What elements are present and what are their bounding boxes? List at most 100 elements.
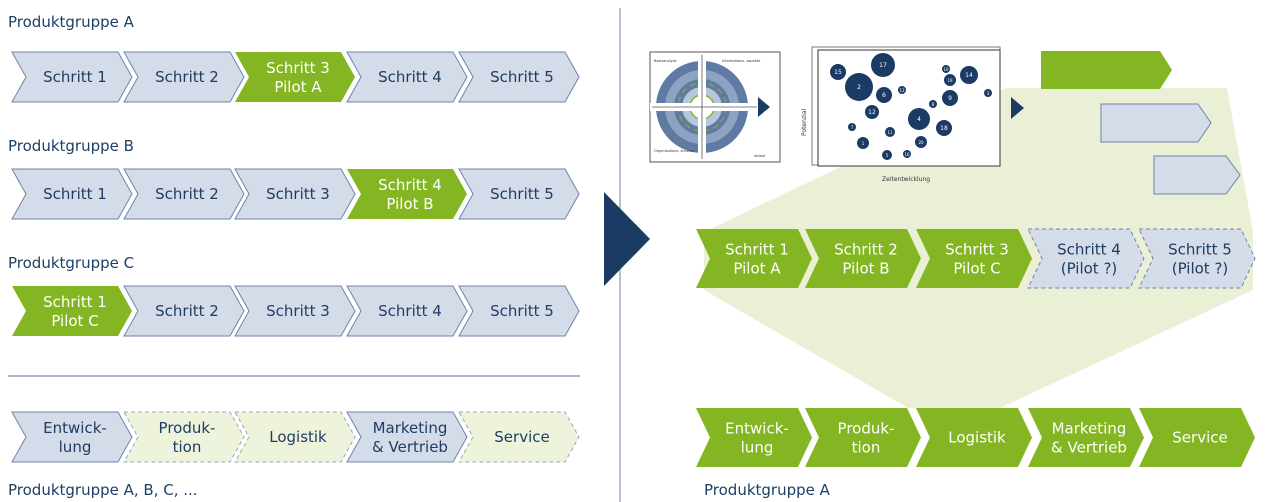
chevron-left-process-step-1-text-line-2: lung — [59, 438, 92, 456]
bubble-label-2: 2 — [857, 84, 861, 91]
chevron-sequence-step-4-text-line-1: Schritt 4 — [1057, 241, 1121, 259]
chevron-group-2-step-3: Schritt 3 — [234, 168, 356, 220]
chevron-sequence-step-5-shape — [1138, 228, 1256, 289]
chevron-group-2-step-2-text-line-1: Schritt 2 — [155, 185, 219, 203]
chevron-right-process-step-1-text-line-2: lung — [741, 439, 774, 457]
chevron-sequence-step-2-shape — [805, 229, 921, 288]
chevron-group-2-step-1-shape — [11, 168, 133, 220]
chevron-right-process-step-2-text-line-1: Produk- — [838, 420, 895, 438]
bubble-label-1: 1 — [862, 141, 865, 146]
chevron-group-1-step-3-shape — [235, 52, 355, 102]
chevron-left-process-step-5-shape — [458, 411, 580, 463]
portfolio-corner-tl: Basisanalyse — [654, 59, 677, 63]
chevron-group-3-step-5: Schritt 5 — [458, 285, 580, 337]
chevron-sequence-step-3-shape — [916, 229, 1032, 288]
chevron-right-process-step-3: Logistik — [916, 408, 1032, 467]
chevron-group-1-step-5-text-line-1: Schritt 5 — [490, 68, 554, 86]
bubble-label-6: 6 — [882, 92, 886, 99]
chevron-left-process-step-3-shape — [234, 411, 356, 463]
chevron-group-1-step-2-shape — [123, 51, 245, 103]
chevron-group-3-step-4-shape — [346, 285, 468, 337]
chevron-group-2-step-2: Schritt 2 — [123, 168, 245, 220]
chevron-group-2-step-1-text-line-1: Schritt 1 — [43, 185, 107, 203]
chevron-group-1-step-2: Schritt 2 — [123, 51, 245, 103]
chevron-group-3-step-1-text-line-1: Schritt 1 — [43, 293, 107, 311]
chevron-right-process-step-1-shape — [696, 408, 812, 467]
chevron-left-process-step-4-shape — [346, 411, 468, 463]
chevron-left-process-step-1-shape — [11, 411, 133, 463]
group-label-b: Produktgruppe B — [8, 137, 134, 155]
bubble-label-15: 15 — [834, 69, 842, 76]
chevron-group-3-step-2: Schritt 2 — [123, 285, 245, 337]
bubble-to-arrows-arrow — [1011, 97, 1024, 119]
bubble-17 — [871, 53, 895, 77]
chevron-group-2-step-3-text-line-1: Schritt 3 — [266, 185, 330, 203]
bubble-label-16: 16 — [904, 152, 910, 157]
process-label-left: Produktgruppe A, B, C, ... — [8, 481, 198, 499]
chevron-left-process-step-2-text-line-1: Produk- — [159, 419, 216, 437]
bubble-label-10: 10 — [943, 67, 949, 72]
chevron-group-1-step-1: Schritt 1 — [11, 51, 133, 103]
chevron-group-1-step-5-shape — [458, 51, 580, 103]
chevron-left-process-step-1: Entwick-lung — [11, 411, 133, 463]
bubble-12 — [865, 105, 879, 119]
bubble-label-20: 20 — [918, 140, 924, 145]
bubble-label-3: 3 — [987, 91, 990, 96]
chevron-left-process-step-5-text-line-1: Service — [494, 428, 549, 446]
chevron-group-1-step-4: Schritt 4 — [346, 51, 468, 103]
chevron-sequence-step-4: Schritt 4(Pilot ?) — [1027, 228, 1145, 289]
bubble-7 — [848, 123, 856, 131]
result-arrow-blue-1 — [1100, 103, 1212, 143]
chevron-group-2-step-4-text-line-2: Pilot B — [386, 195, 433, 213]
chevron-right-process-step-4: Marketing& Vertrieb — [1028, 408, 1144, 467]
chevron-group-1-step-5: Schritt 5 — [458, 51, 580, 103]
chevron-group-3-step-5-shape — [458, 285, 580, 337]
bubble-8 — [929, 100, 937, 108]
bubble-label-4: 4 — [917, 116, 921, 123]
chevron-sequence-step-2-text-line-1: Schritt 2 — [834, 241, 898, 259]
chevron-group-2-step-4-text-line-1: Schritt 4 — [378, 176, 442, 194]
bubble-5 — [882, 150, 892, 160]
bubble-label-7: 7 — [851, 125, 854, 130]
bubble-xlabel: Zeitentwicklung — [882, 176, 930, 183]
chevron-left-process-step-2: Produk-tion — [123, 411, 245, 463]
chevron-group-1-step-3-text-line-1: Schritt 3 — [266, 59, 330, 77]
bubble-11 — [885, 127, 895, 137]
bubble-label-13: 13 — [899, 88, 905, 93]
chevron-left-process-step-5: Service — [458, 411, 580, 463]
chevron-right-process-step-2-shape — [805, 408, 921, 467]
chevron-left-process-step-4: Marketing& Vertrieb — [346, 411, 468, 463]
chevron-left-process-step-3: Logistik — [234, 411, 356, 463]
chevron-group-1-step-1-text-line-1: Schritt 1 — [43, 68, 107, 86]
bubble-label-8: 8 — [932, 102, 935, 107]
chevron-sequence-step-3-text-line-2: Pilot C — [953, 260, 1000, 278]
chevron-group-1-step-4-shape — [346, 51, 468, 103]
chevron-group-2-step-3-shape — [234, 168, 356, 220]
chevron-group-2-step-2-shape — [123, 168, 245, 220]
chevron-right-process-step-5-text-line-1: Service — [1172, 429, 1227, 447]
chevron-sequence-step-4-text-line-2: (Pilot ?) — [1061, 260, 1118, 278]
bubble-label-5: 5 — [886, 153, 889, 158]
chevron-sequence-step-1-shape — [696, 229, 812, 288]
chevron-group-3-step-4-text-line-1: Schritt 4 — [378, 302, 442, 320]
chevron-group-3-step-3-text-line-1: Schritt 3 — [266, 302, 330, 320]
chevron-group-3-step-2-text-line-1: Schritt 2 — [155, 302, 219, 320]
chevron-right-process-step-4-text-line-2: & Vertrieb — [1051, 439, 1127, 457]
bubble-13 — [898, 86, 906, 94]
bubble-9 — [942, 90, 958, 106]
chevron-group-2-step-5-text-line-1: Schritt 5 — [490, 185, 554, 203]
chevron-sequence-step-1-text-line-1: Schritt 1 — [725, 241, 789, 259]
chevron-group-2-step-4-shape — [347, 169, 467, 219]
bubble-label-17: 17 — [879, 62, 887, 69]
chevron-group-3-step-4: Schritt 4 — [346, 285, 468, 337]
group-label-c: Produktgruppe C — [8, 254, 134, 272]
